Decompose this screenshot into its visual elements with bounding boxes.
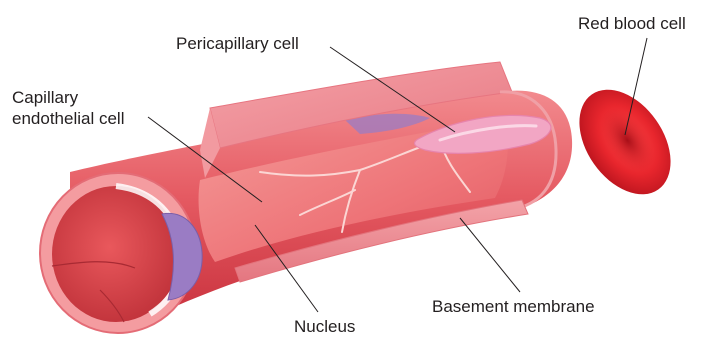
leader-basement [460,218,520,292]
label-nucleus: Nucleus [294,316,355,337]
label-capillary-line2: endothelial cell [12,108,124,129]
label-red-blood-cell: Red blood cell [578,13,686,34]
label-pericapillary-cell: Pericapillary cell [176,33,299,54]
red-blood-cell [561,73,690,212]
label-capillary-line1: Capillary [12,87,124,108]
label-basement-membrane: Basement membrane [432,296,595,317]
label-capillary-endothelial-cell: Capillary endothelial cell [12,87,124,129]
